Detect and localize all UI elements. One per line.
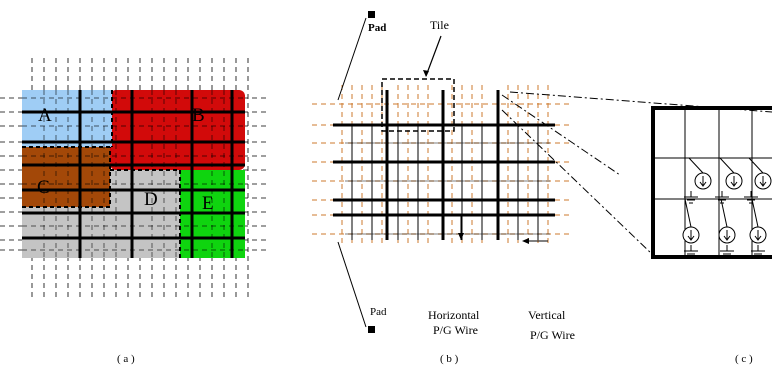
- ground-icon: [684, 245, 698, 258]
- block-a: [22, 90, 112, 147]
- current-sources: [682, 157, 772, 258]
- pad-bottom-label: Pad: [370, 306, 387, 318]
- panel-c: ( c ): [651, 106, 772, 365]
- source-lead: [748, 157, 764, 174]
- pad-top-lead: [337, 17, 367, 101]
- vertical-wire-label-line1: Vertical: [528, 308, 566, 322]
- caption-b: ( b ): [440, 353, 459, 365]
- caption-a: ( a ): [117, 353, 135, 365]
- source-lead: [719, 157, 735, 174]
- thin-wires: [345, 125, 550, 240]
- pad-bottom-lead: [337, 241, 367, 328]
- current-source-icon: [754, 172, 772, 190]
- ground-icon: [715, 191, 729, 204]
- panel-a-pg-lines: [22, 90, 245, 258]
- source-lead: [720, 198, 728, 228]
- zoom-connectors: [501, 91, 772, 256]
- block-label-b: B: [192, 105, 205, 126]
- ground-icon: [751, 245, 765, 258]
- tile-label: Tile: [430, 18, 449, 32]
- pad-bottom-square: [368, 326, 375, 333]
- block-label-d: D: [144, 189, 158, 210]
- block-label-e: E: [202, 193, 214, 214]
- pad-top-label: Pad: [368, 22, 386, 34]
- panel-a: A B C D E ( a ): [0, 58, 268, 365]
- vertical-wire-arrow-head: [522, 238, 529, 244]
- panel-b: Pad Pad Tile Horizontal P/G Wire Vertica…: [312, 11, 575, 365]
- zoom-frame: [651, 106, 772, 259]
- source-lead: [684, 198, 692, 228]
- caption-c: ( c ): [735, 353, 753, 365]
- block-c: [22, 147, 110, 207]
- source-lead: [751, 198, 759, 228]
- ground-icon: [684, 191, 698, 204]
- pad-top-square: [368, 11, 375, 18]
- horizontal-wire-label-line2: P/G Wire: [433, 323, 478, 337]
- ground-icon: [744, 191, 758, 204]
- tile-box: [381, 78, 455, 132]
- source-lead: [688, 157, 704, 174]
- vertical-pg-wires: [385, 90, 500, 240]
- tile-arrow: [425, 35, 442, 77]
- block-boundaries: [22, 90, 181, 258]
- ground-icon: [720, 245, 734, 258]
- horizontal-wire-label-line1: Horizontal: [428, 308, 480, 322]
- current-source-icon: [694, 172, 712, 190]
- vertical-wire-label-line2: P/G Wire: [530, 328, 575, 342]
- current-source-icon: [682, 226, 700, 244]
- current-source-icon: [725, 172, 743, 190]
- tile-arrow-head: [423, 70, 429, 77]
- current-source-icon: [718, 226, 736, 244]
- current-source-icon: [749, 226, 767, 244]
- horizontal-wire-arrow-head: [458, 233, 464, 240]
- block-label-c: C: [37, 177, 50, 198]
- block-b: [110, 90, 245, 170]
- block-label-a: A: [38, 105, 52, 126]
